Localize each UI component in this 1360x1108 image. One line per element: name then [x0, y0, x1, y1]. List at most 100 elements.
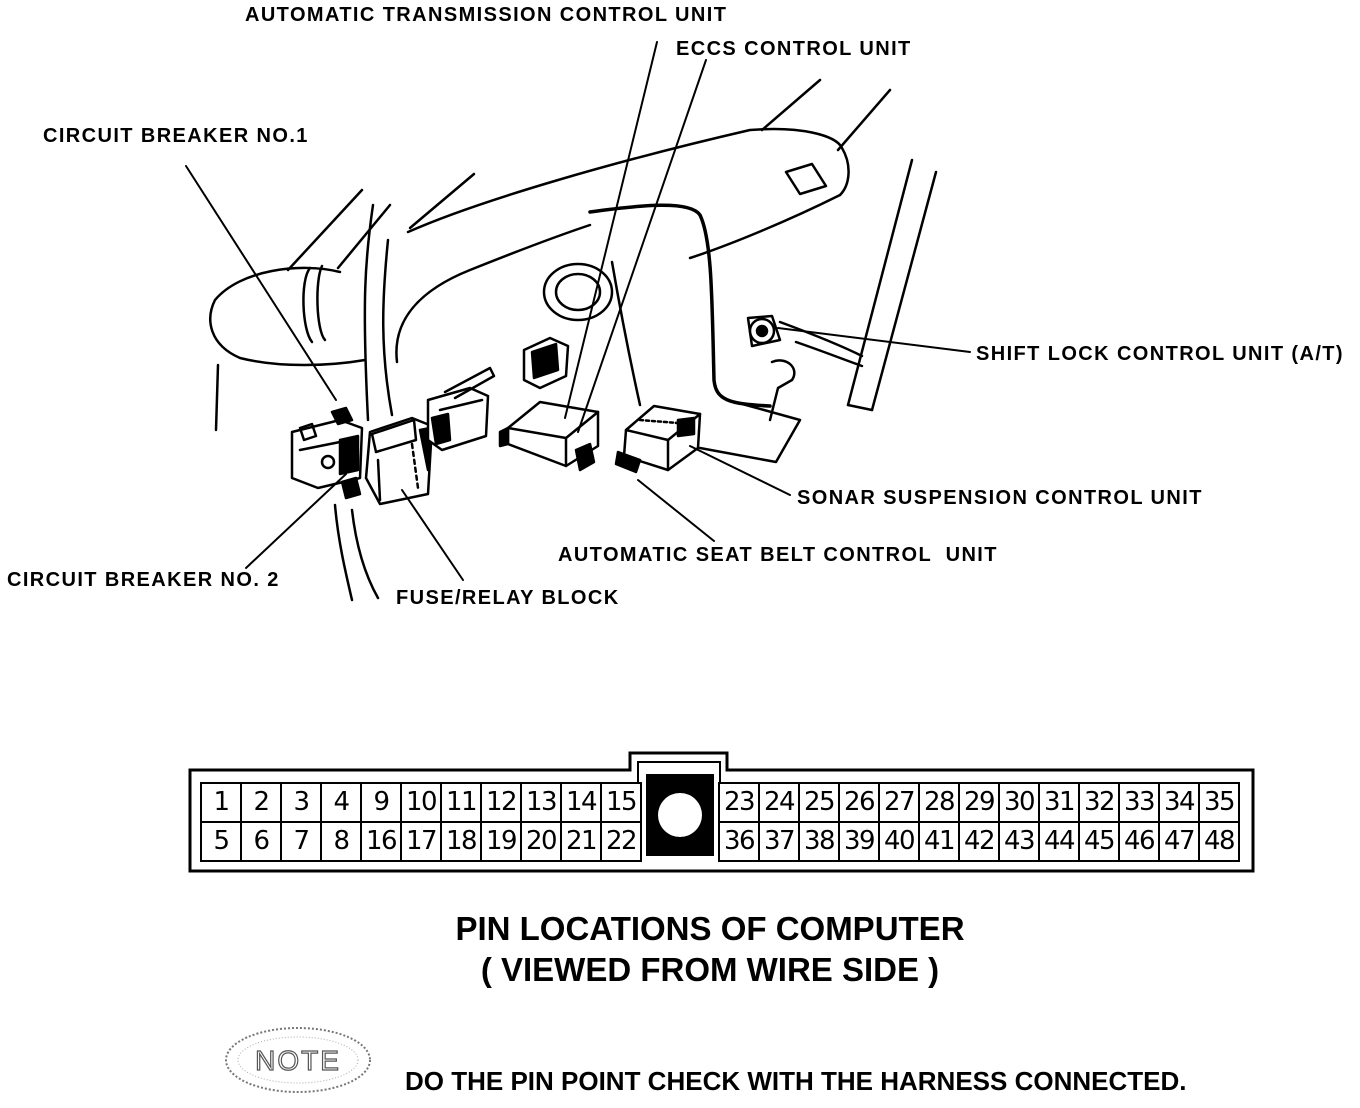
caption-title: PIN LOCATIONS OF COMPUTER [455, 910, 965, 947]
component-detail [676, 416, 696, 438]
component-detail [298, 440, 342, 452]
note-stamp-icon: NOTE [225, 1027, 371, 1093]
component-detail [370, 418, 418, 454]
pin-cell: 31 [1040, 784, 1080, 823]
knee-bolster-line-lower [794, 340, 864, 368]
column-support-line-inner [382, 238, 394, 417]
pin-cell: 9 [362, 784, 402, 823]
connector-outer-frame [188, 751, 1255, 873]
leader-lines [185, 41, 971, 581]
column-support-line [363, 203, 375, 422]
lower-dash-left-edge [214, 363, 220, 432]
leader-line-fuse-relay-block [401, 489, 464, 581]
label-eccs-control-unit: ECCS CONTROL UNIT [676, 38, 912, 60]
pin-cell: 42 [960, 823, 1000, 862]
pin-cell: 40 [880, 823, 920, 862]
component-detail [338, 434, 360, 476]
pin-cell: 46 [1120, 823, 1160, 862]
connector-lock-hole [658, 793, 702, 837]
component-detail [410, 442, 420, 490]
bracket-box-component [522, 336, 570, 390]
component-detail [530, 342, 560, 380]
label-circuit-breaker-1: CIRCUIT BREAKER NO.1 [43, 125, 309, 147]
pin-cell: 13 [522, 784, 562, 823]
right-pillar-line-inner [870, 170, 938, 412]
relay-module-component [426, 366, 496, 452]
note-stamp-outer-ring [225, 1027, 371, 1093]
dashboard-illustration [209, 78, 938, 602]
pin-cell: 4 [322, 784, 362, 823]
suspension-seat-belt-units-component [614, 404, 702, 474]
pin-cell: 39 [840, 823, 880, 862]
pin-cell: 45 [1080, 823, 1120, 862]
kick-panel-line-inner [350, 508, 380, 600]
floor-panel-line [698, 400, 802, 464]
instrument-panel-inner-curve [395, 223, 592, 364]
note-stamp-inner-ring [237, 1036, 359, 1084]
center-vent-inner [554, 272, 602, 312]
shift-lever [768, 359, 796, 422]
pin-cell: 15 [602, 784, 642, 823]
component-detail [298, 422, 318, 442]
pin-cell: 8 [322, 823, 362, 862]
pin-cell: 37 [760, 823, 800, 862]
pin-cell: 33 [1120, 784, 1160, 823]
leader-line-transmission-control-unit [564, 41, 658, 419]
component-detail [614, 450, 642, 474]
pin-cell: 34 [1160, 784, 1200, 823]
leader-line-shift-lock-control-unit [777, 327, 971, 353]
pin-cell: 25 [800, 784, 840, 823]
pin-cell: 38 [800, 823, 840, 862]
right-pillar-line [846, 158, 914, 407]
component-detail [320, 454, 336, 470]
pin-cell: 29 [960, 784, 1000, 823]
pin-cell: 18 [442, 823, 482, 862]
knee-bolster-line [778, 320, 864, 358]
shift-lock-unit-component [746, 314, 782, 348]
pin-cell: 48 [1200, 823, 1240, 862]
pin-cell: 16 [362, 823, 402, 862]
glove-box-handle [784, 162, 828, 196]
label-sonar-suspension-control-unit: SONAR SUSPENSION CONTROL UNIT [797, 487, 1203, 509]
pin-cell: 2 [242, 784, 282, 823]
component-detail [574, 442, 596, 472]
component-detail [376, 458, 382, 502]
pin-cell: 35 [1200, 784, 1240, 823]
component-detail [340, 476, 362, 500]
pin-cell: 19 [482, 823, 522, 862]
component-detail [430, 412, 452, 446]
leader-line-circuit-breaker-2 [245, 473, 347, 569]
pin-cell: 30 [1000, 784, 1040, 823]
component-detail [438, 398, 484, 412]
label-fuse-relay-block: FUSE/RELAY BLOCK [396, 587, 620, 609]
component-detail [330, 406, 354, 426]
fuse-relay-block-component [340, 416, 434, 506]
pin-cell: 41 [920, 823, 960, 862]
component-detail [755, 324, 769, 338]
pin-cell: 22 [602, 823, 642, 862]
pin-cell: 14 [562, 784, 602, 823]
pin-cell: 12 [482, 784, 522, 823]
kick-panel-line [333, 503, 354, 602]
pin-cell: 1 [202, 784, 242, 823]
leader-line-sonar-suspension-control-unit [689, 445, 791, 496]
leader-line-circuit-breaker-1 [185, 165, 337, 401]
pin-cell: 43 [1000, 823, 1040, 862]
transmission-control-unit-component [498, 400, 600, 472]
caption-subtitle: ( VIEWED FROM WIRE SIDE ) [480, 951, 940, 988]
windshield-line-far-right [836, 88, 892, 152]
side-vent-outer [302, 266, 314, 344]
console-bracket-line [610, 260, 642, 407]
pin-cell: 3 [282, 784, 322, 823]
pin-cell: 32 [1080, 784, 1120, 823]
connector-housing [188, 751, 1255, 873]
instrument-panel-top [406, 127, 850, 234]
pin-cell: 6 [242, 823, 282, 862]
circuit-breaker-1-component [290, 406, 364, 490]
a-pillar-line-inner [336, 203, 392, 270]
pin-cell: 28 [920, 784, 960, 823]
label-shift-lock-control-unit: SHIFT LOCK CONTROL UNIT (A/T) [976, 343, 1344, 365]
